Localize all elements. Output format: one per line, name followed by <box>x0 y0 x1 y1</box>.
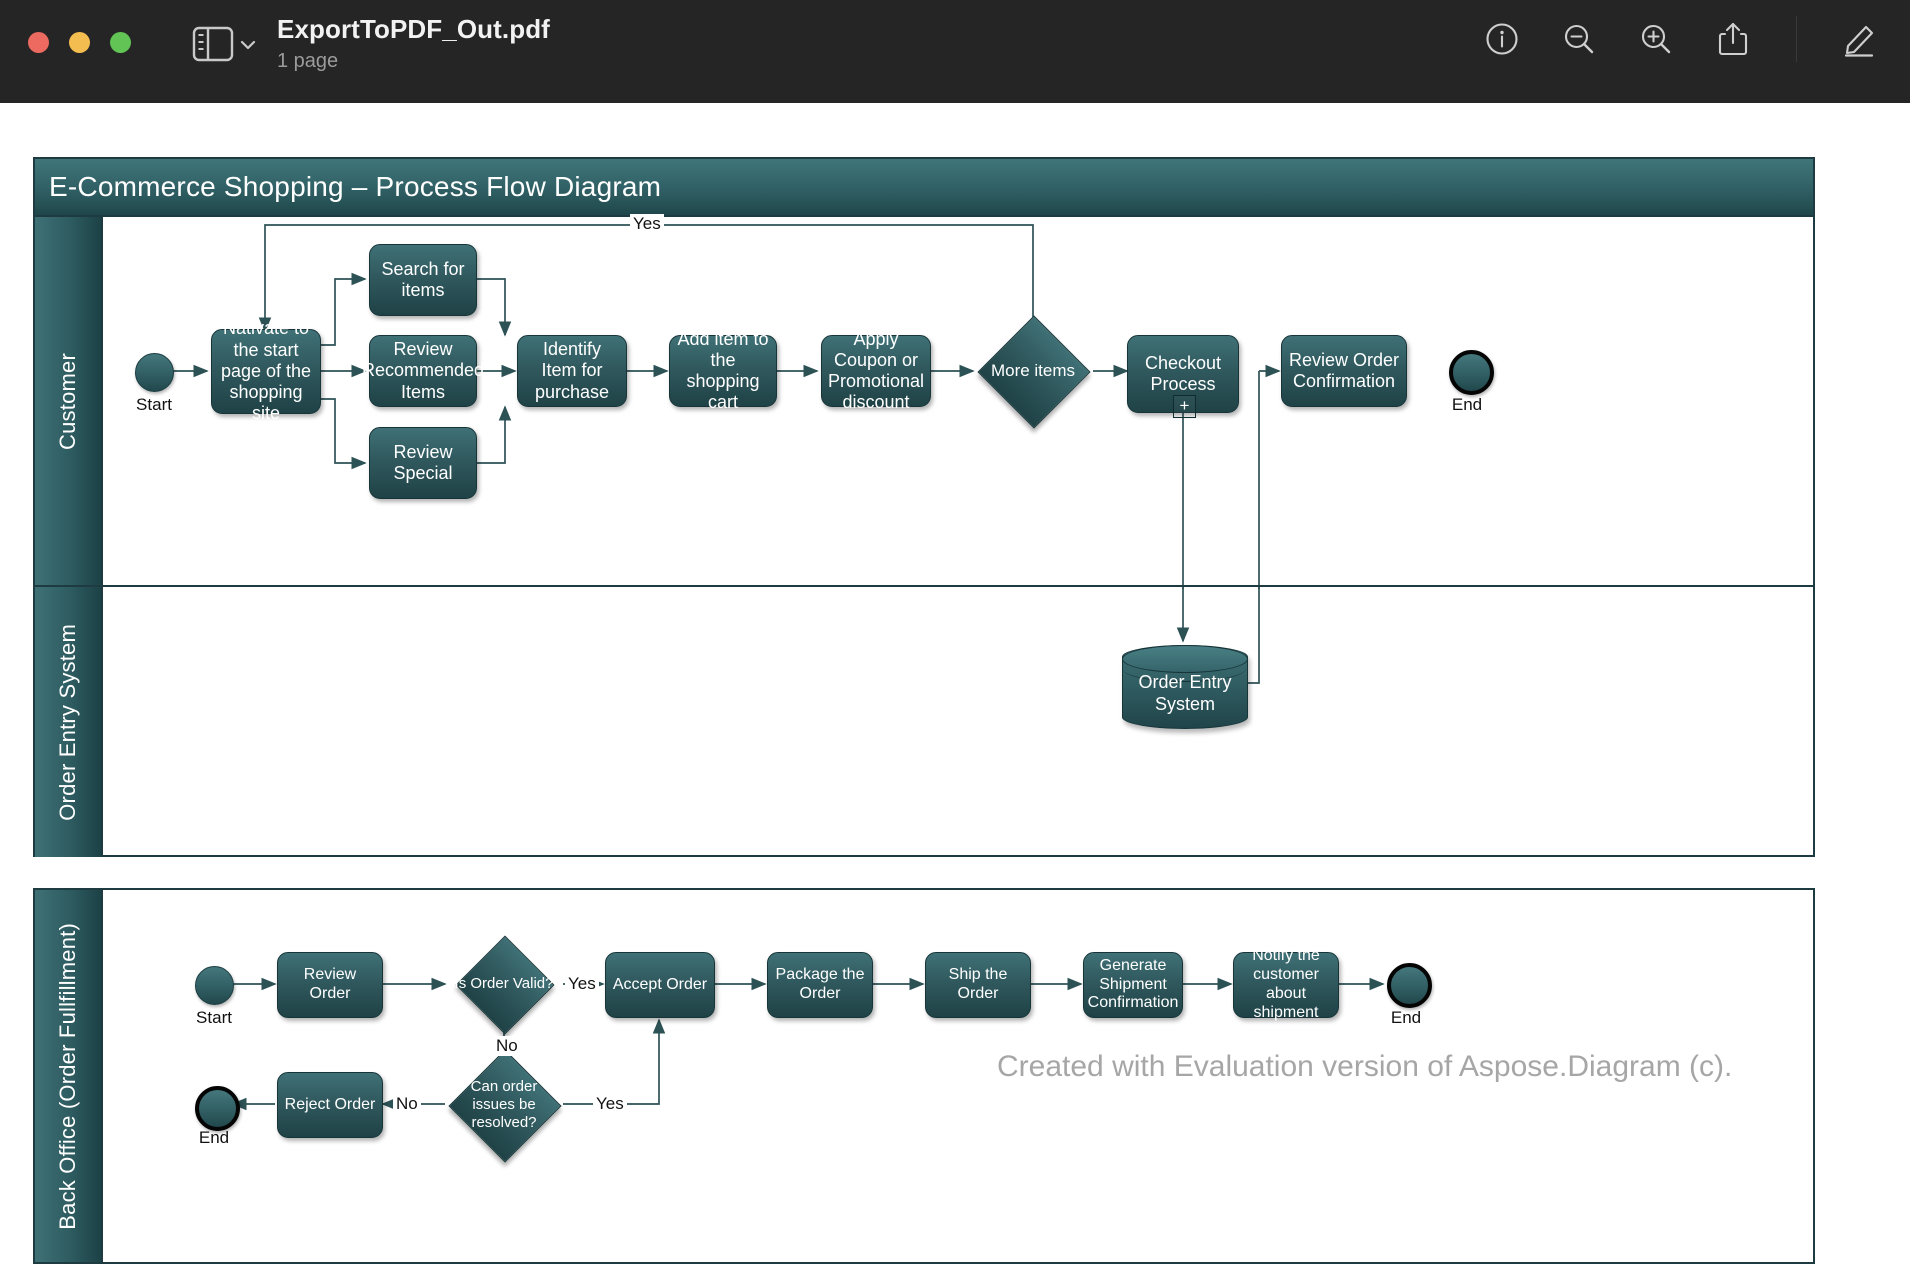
markup-pen-icon[interactable] <box>1840 19 1880 59</box>
edge-label-more-items-yes: Yes <box>630 214 664 234</box>
node-review-order-confirmation[interactable]: Review Order Confirmation <box>1281 335 1407 407</box>
close-button[interactable] <box>28 32 49 53</box>
evaluation-watermark: Created with Evaluation version of Aspos… <box>997 1050 1733 1083</box>
zoom-out-icon[interactable] <box>1559 19 1599 59</box>
window-traffic-lights <box>28 32 131 53</box>
minimize-button[interactable] <box>69 32 90 53</box>
lane-order-entry-system: Order Entry System Order Entry System <box>35 585 1813 857</box>
lane-label-back-office-text: Back Office (Order Fullfillment) <box>55 922 80 1230</box>
node-ship-order[interactable]: Ship the Order <box>925 952 1031 1018</box>
decision-can-resolve-label: Can order issues be resolved? <box>470 1078 538 1131</box>
end-event-customer-label: End <box>1451 395 1483 414</box>
node-navigate[interactable]: Nativate to the start page of the shoppi… <box>211 318 321 423</box>
lane-label-back-office: Back Office (Order Fullfillment) <box>35 890 103 1262</box>
datastore-order-entry-system-label: Order Entry System <box>1138 672 1232 714</box>
node-checkout-process-label: Checkout Process <box>1144 352 1222 394</box>
node-identify-item[interactable]: Identify Item for purchase <box>517 335 627 407</box>
lane-label-customer: Customer <box>35 217 103 585</box>
edge-label-resolve-yes: Yes <box>593 1094 627 1114</box>
chevron-down-icon[interactable] <box>240 38 256 50</box>
datastore-order-entry-system[interactable]: Order Entry System <box>1122 645 1248 729</box>
order-entry-connectors <box>1176 587 1260 684</box>
end-event-back-office <box>1387 963 1432 1008</box>
node-package-order[interactable]: Package the Order <box>767 952 873 1018</box>
lane-label-order-entry-text: Order Entry System <box>55 623 80 821</box>
edge-label-valid-yes: Yes <box>565 974 599 994</box>
end-event-rejected-label: End <box>198 1128 230 1147</box>
start-event-back-office-label: Start <box>196 1008 232 1027</box>
toolbar-divider <box>1796 16 1797 62</box>
lane-customer: Customer <box>35 214 1813 589</box>
node-add-to-cart[interactable]: Add item to the shopping cart <box>669 329 777 412</box>
start-event-customer-label: Start <box>136 395 172 414</box>
node-review-order[interactable]: Review Order <box>277 952 383 1018</box>
pool-back-office: Back Office (Order Fullfillment) <box>33 888 1815 1264</box>
pool-ecommerce: E-Commerce Shopping – Process Flow Diagr… <box>33 157 1815 857</box>
start-event-customer <box>135 353 174 392</box>
lane-back-office: Back Office (Order Fullfillment) <box>35 890 1813 1262</box>
subprocess-marker-icon: + <box>1173 395 1196 418</box>
lane-label-order-entry: Order Entry System <box>35 587 103 857</box>
node-generate-shipment-confirmation[interactable]: Generate Shipment Confirmation <box>1083 952 1183 1018</box>
decision-is-order-valid[interactable]: Is Order Valid? <box>445 935 563 1035</box>
decision-can-order-issues-be-resolved[interactable]: Can order issues be resolved? <box>439 1049 569 1163</box>
datastore-rim-2 <box>1122 655 1246 682</box>
maximize-button[interactable] <box>110 32 131 53</box>
page-count: 1 page <box>277 50 339 72</box>
node-apply-coupon[interactable]: Apply Coupon or Promotional discount <box>821 329 931 412</box>
edge-label-valid-no: No <box>493 1036 521 1056</box>
end-event-back-office-label: End <box>1390 1008 1422 1027</box>
toolbar <box>1482 16 1880 62</box>
sidebar-toggle-icon[interactable] <box>192 26 234 62</box>
node-review-special[interactable]: Review Special <box>369 427 477 499</box>
edge-label-resolve-no: No <box>393 1094 421 1114</box>
share-icon[interactable] <box>1713 19 1753 59</box>
pdf-page: E-Commerce Shopping – Process Flow Diagr… <box>0 103 1910 1278</box>
zoom-in-icon[interactable] <box>1636 19 1676 59</box>
end-event-rejected <box>195 1086 240 1131</box>
decision-more-items[interactable]: More items <box>973 315 1093 429</box>
end-event-customer <box>1449 350 1494 395</box>
node-accept-order[interactable]: Accept Order <box>605 952 715 1018</box>
info-icon[interactable] <box>1482 19 1522 59</box>
decision-more-items-label: More items <box>990 360 1076 380</box>
node-checkout-process[interactable]: Checkout Process <box>1127 335 1239 413</box>
start-event-back-office <box>195 966 234 1005</box>
node-reject-order[interactable]: Reject Order <box>277 1072 383 1138</box>
diagram-title: E-Commerce Shopping – Process Flow Diagr… <box>35 159 1813 215</box>
node-search-for-items[interactable]: Search for items <box>369 244 477 316</box>
node-notify-customer[interactable]: Notify the customer about shipment <box>1233 947 1339 1021</box>
document-title: ExportToPDF_Out.pdf <box>277 14 550 44</box>
node-review-recommended[interactable]: Review Recommended Items <box>362 335 484 407</box>
window-titlebar: ExportToPDF_Out.pdf 1 page <box>0 0 1910 103</box>
lane-label-customer-text: Customer <box>55 352 80 450</box>
decision-is-order-valid-label: Is Order Valid? <box>454 975 554 993</box>
